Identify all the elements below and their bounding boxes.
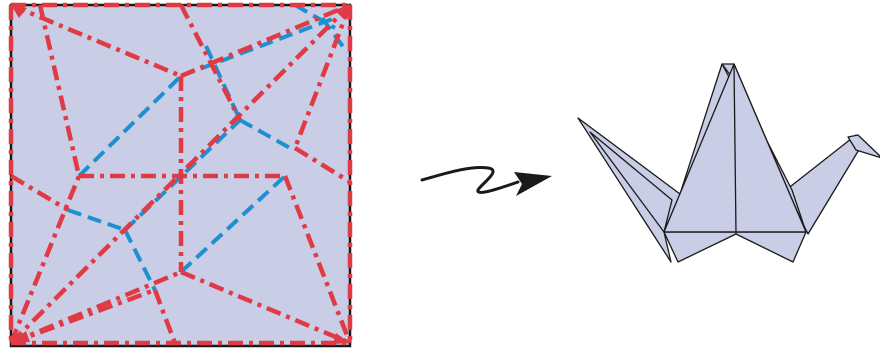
- valley-fold-line: [179, 174, 287, 274]
- valley-fold-line: [180, 16, 336, 78]
- mountain-fold-line: [9, 174, 70, 212]
- crane-left-wing-inner: [589, 131, 673, 233]
- crease-pattern: [8, 2, 353, 348]
- crane-head: [847, 134, 880, 159]
- mountain-fold-line: [10, 287, 156, 346]
- valley-fold-line: [239, 118, 291, 150]
- squiggle-arrow-stroke: [420, 165, 520, 194]
- corner-arrowhead: [11, 5, 27, 18]
- mountain-fold-line: [37, 4, 82, 177]
- corner-arrowheads: [11, 5, 350, 344]
- valley-fold-line: [77, 74, 183, 178]
- corner-arrowhead: [11, 331, 30, 343]
- mountain-fold-line: [178, 3, 243, 122]
- origami-crane-icon: [577, 63, 880, 263]
- crane-body-lower: [663, 231, 807, 263]
- corner-arrowhead: [334, 5, 350, 20]
- mountain-fold-line: [292, 4, 353, 149]
- mountain-fold-line: [293, 146, 352, 184]
- squiggle-arrow-icon: [420, 165, 552, 196]
- mountain-fold-line: [152, 289, 179, 347]
- mountain-folds: [8, 2, 353, 347]
- valley-folds: [67, 3, 349, 291]
- valley-fold-line: [294, 3, 336, 30]
- valley-fold-line: [320, 16, 349, 54]
- crane-left-wing: [577, 117, 681, 263]
- arrow-head: [514, 172, 552, 196]
- crane-center-crease: [733, 63, 737, 235]
- valley-fold-line: [67, 208, 126, 232]
- corner-arrowhead: [333, 333, 350, 344]
- mountain-fold-line: [9, 3, 352, 345]
- valley-fold-line: [123, 229, 157, 291]
